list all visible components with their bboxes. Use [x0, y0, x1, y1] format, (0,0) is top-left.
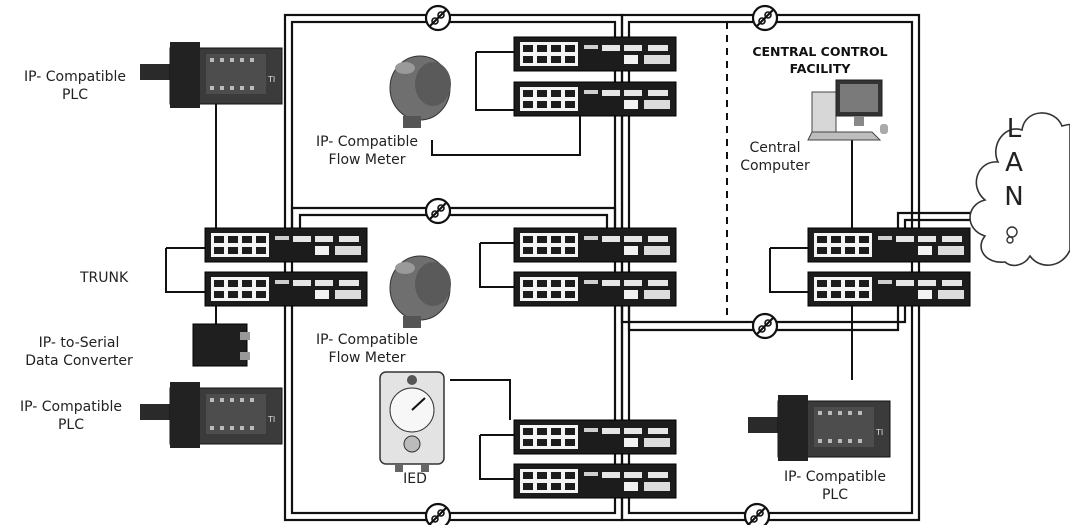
flow-meter-top-label-line2: Flow Meter [328, 152, 406, 168]
trunk-label: TRUNK [80, 270, 129, 286]
converter-icon [192, 323, 250, 367]
lan-cloud-icon [969, 112, 1070, 267]
lan-letter-n: N [1004, 182, 1024, 212]
plc-top-label-line1: IP- Compatible [24, 69, 126, 85]
plc-right-label: IP- Compatible PLC [770, 468, 900, 504]
plc-right-label-line1: IP- Compatible [784, 469, 886, 485]
lan-label: L A N [996, 112, 1032, 214]
lan-letter-l: L [1006, 114, 1022, 144]
central-computer-label: Central Computer [730, 139, 820, 175]
plc-bottom-left-label-line2: PLC [57, 417, 85, 433]
flow-meter-mid-label-line2: Flow Meter [328, 350, 406, 366]
flow-meter-top-label-line1: IP- Compatible [316, 134, 418, 150]
central-control-label-line2: FACILITY [789, 61, 851, 76]
plc-top-label-line2: PLC [61, 87, 89, 103]
flow-meter-mid-label-line1: IP- Compatible [316, 332, 418, 348]
plc-bottom-left-label: IP- Compatible PLC [6, 398, 136, 434]
converter-label: IP- to-Serial Data Converter [4, 334, 154, 370]
plc-right-label-line2: PLC [821, 487, 849, 503]
flow-meter-top-label: IP- Compatible Flow Meter [302, 133, 432, 169]
lan-letter-a: A [1005, 148, 1023, 178]
ied-icon [379, 371, 445, 472]
flow-meter-mid-label: IP- Compatible Flow Meter [302, 331, 432, 367]
computer-icon [807, 79, 888, 141]
converter-label-line1: IP- to-Serial [38, 335, 120, 351]
central-computer-label-line1: Central [749, 140, 801, 156]
central-control-label-line1: CENTRAL CONTROL [752, 44, 888, 59]
plc-top-label: IP- Compatible PLC [10, 68, 140, 104]
converter-label-line2: Data Converter [25, 353, 133, 369]
central-control-label: CENTRAL CONTROL FACILITY [740, 43, 900, 77]
central-computer-label-line2: Computer [740, 158, 810, 174]
ied-label: IED [403, 471, 427, 487]
plc-bottom-left-label-line1: IP- Compatible [20, 399, 122, 415]
